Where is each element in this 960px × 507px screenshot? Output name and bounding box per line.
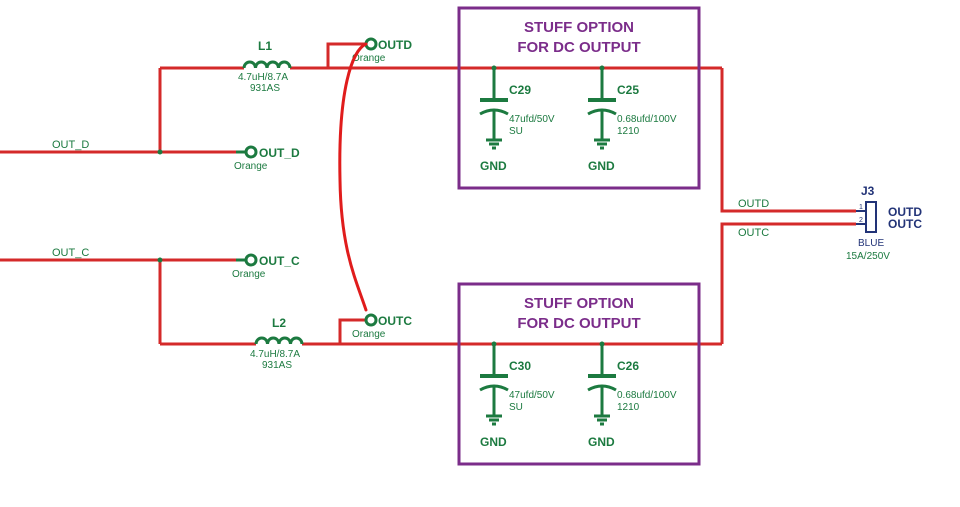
inductor-l1[interactable]: L1 4.7uH/8.7A 931AS (238, 39, 292, 94)
capacitor-package: 1210 (617, 402, 640, 413)
inductor-value: 4.7uH/8.7A (238, 72, 288, 83)
test-point-out-d[interactable]: OUT_D Orange (234, 145, 300, 172)
wires (0, 42, 856, 362)
option-box-top: STUFF OPTION FOR DC OUTPUT C29 47ufd/50V… (457, 6, 701, 190)
connector-color: BLUE (858, 238, 884, 249)
capacitor-value: 47ufd/50V (509, 114, 555, 125)
connector-pin-number: 2 (859, 217, 863, 224)
net-label-outd: OUTD (738, 198, 769, 210)
junction-dot (157, 149, 163, 155)
connector-rating: 15A/250V (846, 251, 890, 262)
capacitor-plate-icon (588, 374, 616, 378)
net-label-out-d: OUT_D (52, 139, 89, 151)
option-box-bottom: STUFF OPTION FOR DC OUTPUT C30 47ufd/50V… (457, 282, 701, 466)
test-point-label: OUT_D (259, 146, 300, 160)
connector-label-outc: OUTC (888, 217, 922, 231)
option-box-border (457, 282, 701, 466)
test-point-outd[interactable]: OUTD Orange (352, 37, 412, 64)
test-point-color: Orange (234, 161, 268, 172)
gnd-label: GND (480, 435, 507, 449)
wire-tp-outd (326, 42, 366, 68)
wire-outd-to-j3 (720, 68, 856, 213)
capacitor-package: SU (509, 126, 523, 137)
junction-dot (157, 257, 163, 263)
capacitor-plate-icon (480, 374, 508, 378)
gnd-label: GND (588, 435, 615, 449)
capacitor-ref: C25 (617, 83, 639, 97)
test-point-color: Orange (352, 53, 386, 64)
wire-tp-outc (338, 318, 366, 344)
capacitor-value: 0.68ufd/100V (617, 114, 677, 125)
connector-ref: J3 (861, 184, 875, 198)
connector-j3[interactable]: J3 1 2 OUTD OUTC BLUE 15A/250V (846, 184, 922, 262)
test-point-ring-icon (364, 313, 378, 327)
option-box-title-line2: FOR DC OUTPUT (517, 39, 640, 56)
inductor-coil-icon (254, 336, 304, 345)
inductor-l2[interactable]: L2 4.7uH/8.7A 931AS (250, 316, 304, 371)
test-point-color: Orange (232, 269, 266, 280)
test-point-ring-icon (244, 145, 258, 159)
test-point-ring-icon (244, 253, 258, 267)
capacitor-package: SU (509, 402, 523, 413)
wire-outc-to-j3 (720, 222, 856, 344)
test-point-label: OUT_C (259, 254, 300, 268)
net-label-out-c: OUT_C (52, 247, 89, 259)
capacitor-c26[interactable]: C26 0.68ufd/100V 1210 GND (587, 344, 677, 449)
capacitor-plate-icon (588, 98, 616, 102)
gnd-label: GND (588, 159, 615, 173)
inductor-value: 4.7uH/8.7A (250, 349, 300, 360)
test-point-outc[interactable]: OUTC Orange (352, 313, 412, 340)
capacitor-ref: C29 (509, 83, 531, 97)
option-box-title-line1: STUFF OPTION (524, 295, 634, 312)
inductor-package: 931AS (262, 360, 292, 371)
capacitor-c30[interactable]: C30 47ufd/50V SU GND (479, 344, 555, 449)
capacitor-ref: C30 (509, 359, 531, 373)
capacitor-c25[interactable]: C25 0.68ufd/100V 1210 GND (587, 68, 677, 173)
inductor-ref: L2 (272, 316, 286, 330)
test-point-out-c[interactable]: OUT_C Orange (232, 253, 300, 280)
test-point-color: Orange (352, 329, 386, 340)
capacitor-plate-icon (480, 98, 508, 102)
net-label-outc: OUTC (738, 227, 769, 239)
inductor-ref: L1 (258, 39, 272, 53)
option-box-title-line2: FOR DC OUTPUT (517, 315, 640, 332)
capacitor-package: 1210 (617, 126, 640, 137)
connector-label-outd: OUTD (888, 205, 922, 219)
capacitor-c29[interactable]: C29 47ufd/50V SU GND (479, 68, 555, 173)
capacitor-ref: C26 (617, 359, 639, 373)
option-box-border (457, 6, 701, 190)
connector-pin-number: 1 (859, 204, 863, 211)
test-point-label: OUTD (378, 38, 412, 52)
connector-body-icon (865, 201, 877, 233)
hand-drawn-jumper-wire (338, 42, 368, 312)
capacitor-value: 47ufd/50V (509, 390, 555, 401)
capacitor-value: 0.68ufd/100V (617, 390, 677, 401)
inductor-coil-icon (242, 60, 292, 69)
test-point-label: OUTC (378, 314, 412, 328)
inductor-package: 931AS (250, 83, 280, 94)
gnd-label: GND (480, 159, 507, 173)
option-box-title-line1: STUFF OPTION (524, 19, 634, 36)
